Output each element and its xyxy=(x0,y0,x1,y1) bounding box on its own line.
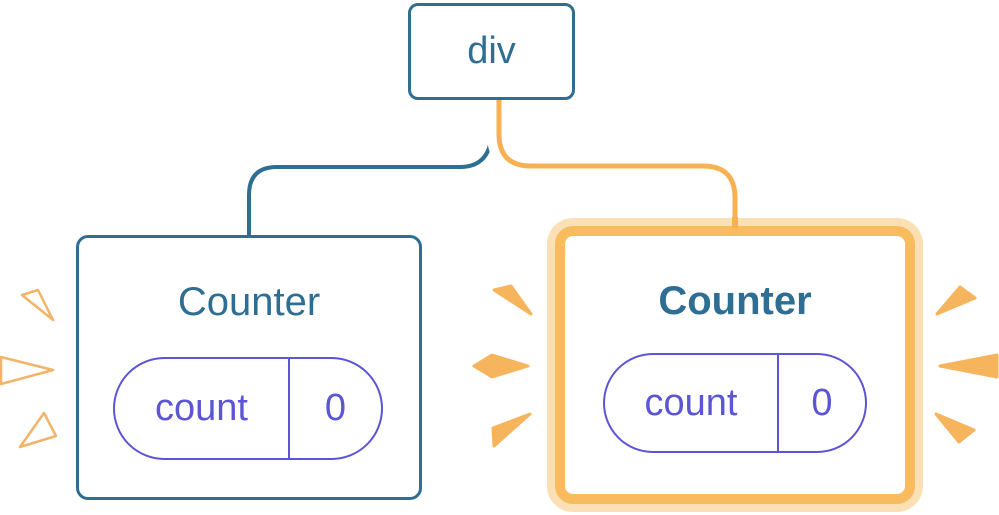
connector-right-edge-casing xyxy=(487,100,747,219)
counter-card-left: Counter count 0 xyxy=(76,235,422,500)
state-value: 0 xyxy=(777,355,865,451)
spark-icon xyxy=(472,353,530,379)
state-key-label: count xyxy=(644,381,738,424)
connector-right-edge-stub xyxy=(732,217,738,228)
sparks-right-counter-left xyxy=(472,284,533,448)
sparks-right-counter-right xyxy=(934,285,999,444)
spark-icon xyxy=(491,412,532,448)
root-node: div xyxy=(408,3,575,100)
root-node-label: div xyxy=(467,30,516,72)
spark-icon xyxy=(20,288,55,322)
counter-card-right: Counter count 0 xyxy=(555,226,915,504)
sparks-left-counter xyxy=(0,288,58,449)
counter-card-right-highlight-ring: Counter count 0 xyxy=(547,218,923,512)
spark-icon xyxy=(938,353,999,379)
spark-icon xyxy=(935,285,977,316)
state-pill: count 0 xyxy=(113,357,383,460)
spark-icon xyxy=(934,412,976,444)
spark-icon xyxy=(18,411,58,449)
spark-icon xyxy=(0,355,55,386)
state-pill: count 0 xyxy=(603,353,867,453)
state-value: 0 xyxy=(288,359,381,458)
connector-right-edge xyxy=(496,100,738,219)
component-title: Counter xyxy=(177,280,321,324)
spark-icon xyxy=(492,284,533,316)
component-title: Counter xyxy=(658,279,812,323)
connector-left-edge xyxy=(247,100,494,237)
state-key-label: count xyxy=(155,387,248,429)
